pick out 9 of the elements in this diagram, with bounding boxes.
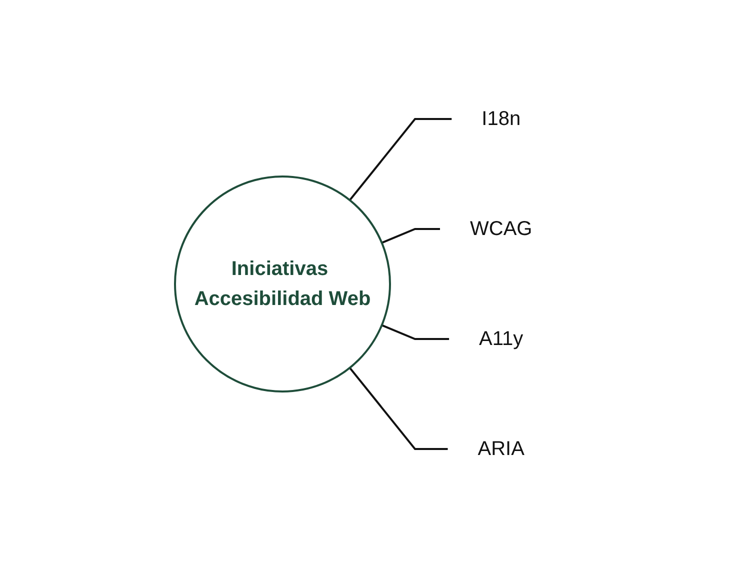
- connector: [382, 324, 450, 340]
- node-circle: Iniciativas Accesibilidad Web: [174, 175, 392, 392]
- connector: [349, 366, 448, 450]
- connector: [349, 118, 452, 200]
- connector: [382, 228, 440, 244]
- node-text: A11y: [479, 328, 524, 350]
- node-text: WCAG: [470, 218, 533, 240]
- node-text: ARIA: [478, 438, 525, 460]
- node-text: I18n: [482, 108, 521, 130]
